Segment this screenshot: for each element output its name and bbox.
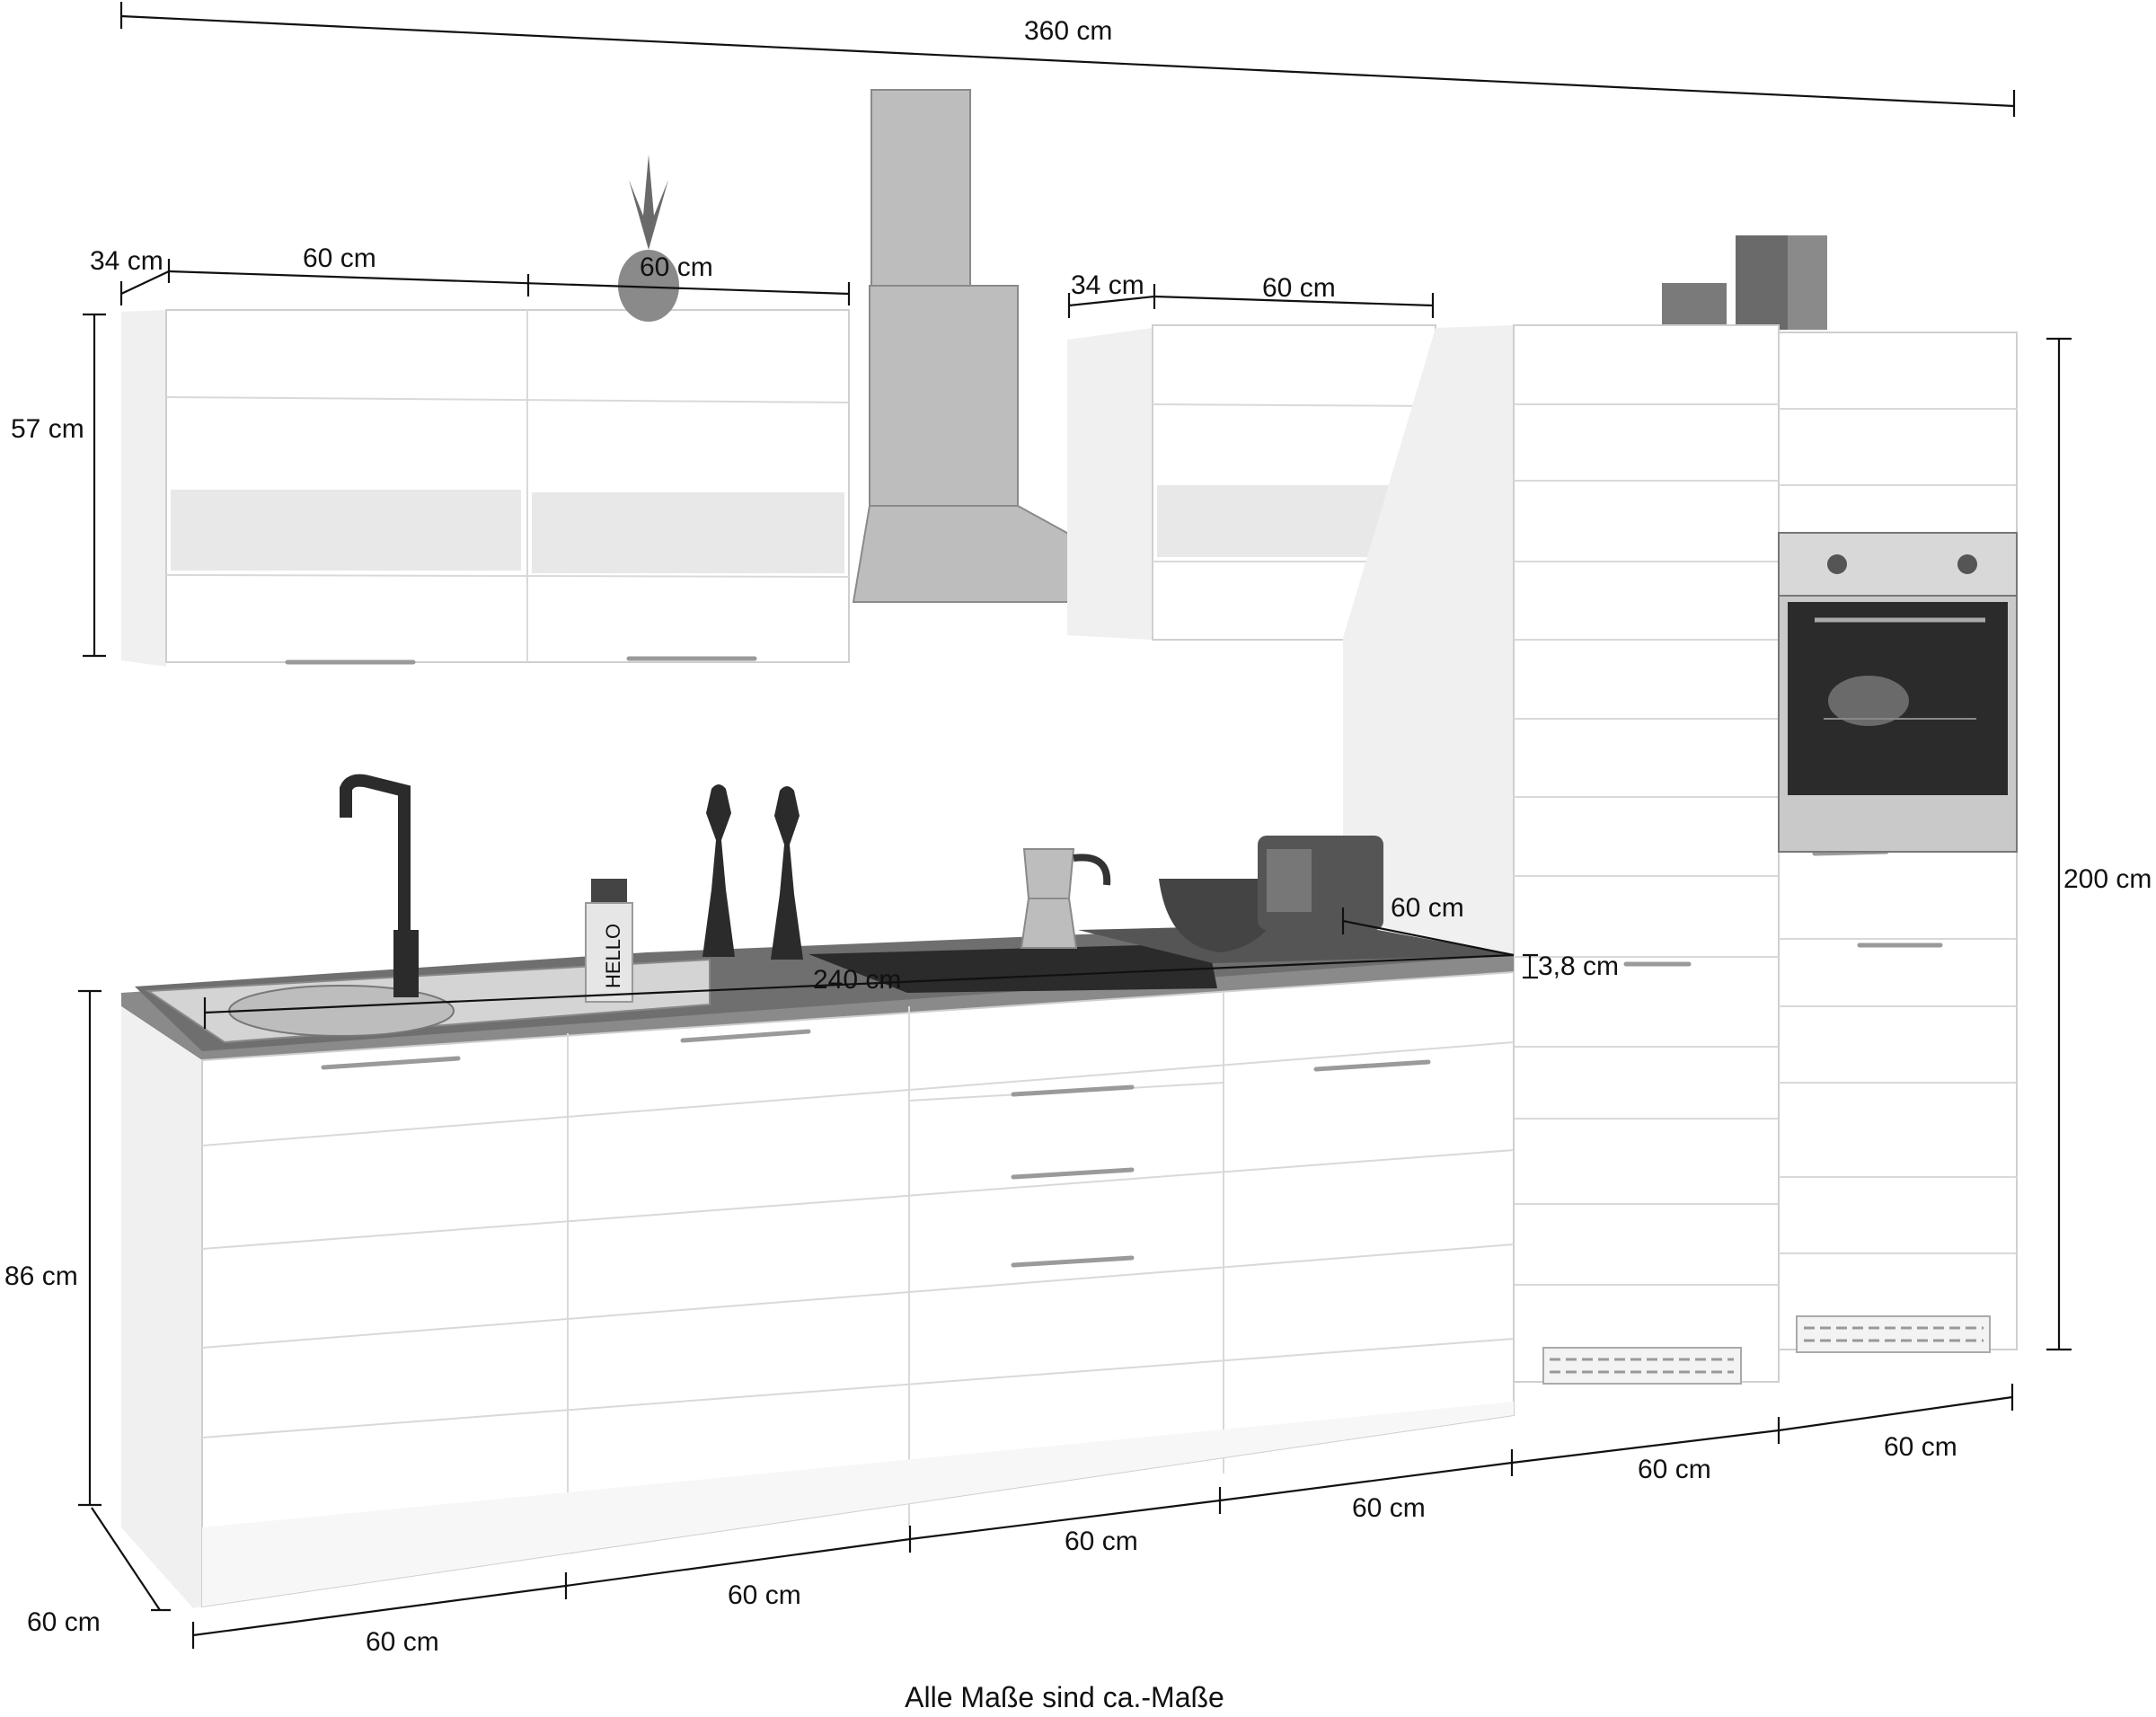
label-worktop-thickness: 3,8 cm xyxy=(1538,951,1619,981)
label-wall-right-depth: 34 cm xyxy=(1071,270,1144,300)
wall-cabinet-left xyxy=(121,309,850,667)
built-in-oven xyxy=(1778,532,2018,853)
label-base-width-2: 60 cm xyxy=(728,1580,801,1610)
label-worktop-width: 240 cm xyxy=(813,965,901,995)
label-wall-left-width-2: 60 cm xyxy=(640,252,713,282)
label-wall-left-width-1: 60 cm xyxy=(303,243,376,273)
pepper-mills xyxy=(702,784,803,960)
bowl xyxy=(1159,879,1285,952)
label-base-width-6: 60 cm xyxy=(1884,1432,1957,1462)
dimension-lines xyxy=(78,2,2072,1649)
bottle: HELLO xyxy=(585,879,633,1003)
canister-decoration xyxy=(1662,235,1827,330)
base-cabinets xyxy=(121,970,1515,1608)
toaster xyxy=(1258,836,1383,930)
label-base-height: 86 cm xyxy=(4,1261,78,1291)
label-base-width-4: 60 cm xyxy=(1352,1493,1426,1523)
label-wall-right-width: 60 cm xyxy=(1262,273,1336,303)
pineapple-decoration xyxy=(618,155,679,322)
label-base-width-1: 60 cm xyxy=(366,1627,439,1657)
worktop xyxy=(121,924,1514,1060)
label-wall-left-height: 57 cm xyxy=(11,414,84,444)
label-tall-height: 200 cm xyxy=(2063,864,2152,894)
cooktop xyxy=(808,943,1217,993)
dimension-labels: 360 cm 34 cm 60 cm 60 cm 57 cm 34 cm 60 … xyxy=(4,16,2152,1657)
label-wall-left-depth: 34 cm xyxy=(90,246,163,276)
footnote: Alle Maße sind ca.-Maße xyxy=(905,1681,1224,1713)
label-base-width-5: 60 cm xyxy=(1638,1455,1711,1484)
faucet xyxy=(340,774,419,997)
moka-pot xyxy=(1020,848,1111,949)
bottle-label: HELLO xyxy=(602,924,624,988)
label-total-width: 360 cm xyxy=(1024,16,1112,46)
label-base-width-3: 60 cm xyxy=(1065,1527,1138,1556)
label-base-depth: 60 cm xyxy=(27,1607,101,1637)
label-worktop-depth: 60 cm xyxy=(1391,893,1464,923)
